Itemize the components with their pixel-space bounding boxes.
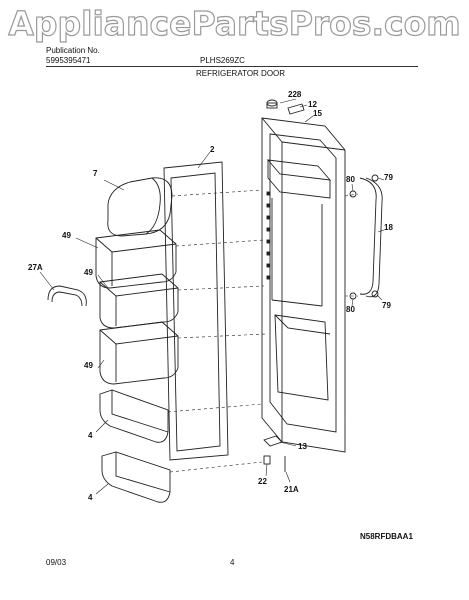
callout-79-lower: 79 (382, 301, 391, 310)
callout-13: 13 (298, 442, 307, 451)
callout-21A: 21A (284, 485, 299, 494)
callout-228: 228 (288, 90, 302, 99)
door-gasket (163, 161, 229, 461)
callout-15: 15 (313, 109, 322, 118)
door-bin-middle (99, 273, 179, 329)
bin-trim (47, 285, 87, 307)
footer-date: 09/03 (46, 558, 67, 567)
end-cap (107, 177, 173, 237)
publication-label: Publication No. (46, 46, 100, 55)
callout-12: 12 (308, 100, 317, 109)
header-rule (46, 66, 418, 67)
callout-79-upper: 79 (384, 173, 393, 182)
door-bin-upper (95, 229, 177, 289)
callout-4-lower: 4 (88, 493, 93, 502)
callout-80-lower: 80 (346, 305, 355, 314)
door-panel (261, 117, 346, 453)
publication-number: 5995395471 (46, 56, 91, 65)
door-rack-upper (99, 389, 169, 443)
alignment-lines (167, 189, 359, 473)
callout-2: 2 (210, 145, 215, 154)
page-number: 4 (230, 558, 235, 567)
diagram-code: N58RFDBAA1 (360, 532, 413, 541)
door-handle (359, 177, 383, 298)
callout-4-upper: 4 (88, 431, 93, 440)
section-title: REFRIGERATOR DOOR (196, 69, 286, 78)
callout-27A: 27A (28, 263, 43, 272)
door-bin-lower (99, 321, 179, 385)
watermark-logo: AppliancePartsPros.com (8, 3, 462, 43)
callout-49-lower: 49 (84, 361, 93, 370)
callout-7: 7 (93, 169, 98, 178)
model-number: PLHS269ZC (200, 56, 245, 65)
callout-18: 18 (384, 223, 393, 232)
callout-49-upper: 49 (62, 231, 71, 240)
callout-80-upper: 80 (346, 175, 355, 184)
leader-lines (39, 98, 385, 495)
liner-dimples (266, 191, 271, 280)
callout-49-middle: 49 (84, 268, 93, 277)
callout-22: 22 (258, 477, 267, 486)
door-rack-lower (101, 451, 171, 503)
